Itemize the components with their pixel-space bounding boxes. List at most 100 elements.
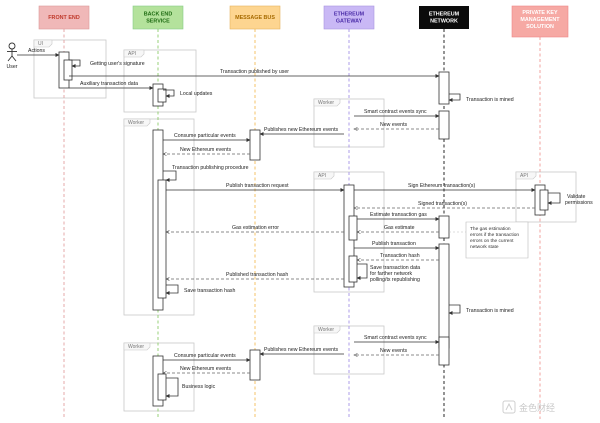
lane-header-ethereum-gateway: ETHEREUM GATEWAY [323,5,375,30]
note-line-4: network state [470,244,499,250]
group-worker-3-title: Worker [318,327,334,333]
msg-new-events-1: New events [380,122,408,128]
activation-pk-nested [539,189,549,211]
arrow-tx-publishing-procedure [163,170,177,182]
lane-title-back-end-l2: SERVICE [146,19,170,25]
arrow-business-logic [165,377,179,398]
msg-sc-sync-1: Smart contract events sync [364,109,427,115]
msg-consume-events-2: Consume particular events [174,353,236,359]
message-labels: Actions Getting user's signature Transac… [28,48,593,390]
msg-save-tx-hash: Save transaction hash [184,288,235,294]
note-line-1: The gas estimation [470,226,511,232]
msg-gas-estimate: Gas estimate [384,225,415,231]
activation-mb-1 [249,129,261,161]
activation-en-sync [438,110,450,140]
msg-actions: Actions [28,48,45,54]
group-worker-1-title: Worker [318,100,334,106]
arrow-validate-permissions [547,192,561,205]
msg-save-tx-data-l1: Save transaction data [370,265,420,271]
msg-tx-publishing-procedure: Transaction publishing procedure [172,165,249,171]
group-api-3: API [515,171,577,223]
arrows [17,53,561,398]
lane-title-ethereum-gateway-l1: ETHEREUM [334,12,365,18]
msg-estimate-gas: Estimate transaction gas [370,212,427,218]
watermark-text: 金色财经 [519,402,555,413]
arrow-getting-signature [69,59,81,68]
msg-local-updates: Local updates [180,91,213,97]
arrow-save-tx-data [356,263,368,280]
lane-title-front-end: FRONT END [48,15,80,21]
actor-label: User [7,64,18,70]
lane-header-message-bus: MESSAGE BUS [229,5,281,30]
lane-title-ethereum-network-l2: NETWORK [430,19,458,25]
lane-title-ethereum-gateway-l2: GATEWAY [336,19,363,25]
lane-title-ethereum-network-l1: ETHEREUM [429,12,460,18]
lane-title-private-key-l3: SOLUTION [526,24,554,30]
msg-validate: Validate [567,194,585,200]
arrow-tx-mined-2 [448,304,461,315]
watermark-logo-icon [502,400,516,414]
activation-en-1 [438,71,450,105]
lane-title-private-key-l2: MANAGEMENT [520,17,560,23]
activations [58,51,549,407]
msg-permissions: permissions [565,200,593,206]
user-actor-icon [7,42,17,62]
msg-tx-mined-1: Transaction is mined [466,97,514,103]
msg-signed-tx: Signed transaction(s) [418,201,467,207]
msg-consume-events-1: Consume particular events [174,133,236,139]
activation-fe-nested [63,59,73,81]
group-worker-2: Worker [123,118,195,316]
group-api-3-title: API [520,173,528,179]
msg-tx-published: Transaction published by user [220,69,289,75]
note-line-2: errors if the transaction [470,232,519,238]
msg-sign-tx: Sign Ethereum transaction(s) [408,183,475,189]
group-api-1: API [123,49,197,113]
activation-be-api-nested [157,88,167,103]
msg-sc-sync-2: Smart contract events sync [364,335,427,341]
group-worker-4: Worker [123,342,195,412]
group-worker-4-title: Worker [128,344,144,350]
lane-title-message-bus: MESSAGE BUS [235,15,275,21]
group-ui: UI [33,39,107,99]
msg-save-tx-data-l2: for farther network [370,271,412,277]
activation-en-sync-2 [438,336,450,366]
lane-header-private-key: PRIVATE KEY MANAGEMENT SOLUTION [511,5,569,38]
msg-gas-error: Gas estimation error [232,225,279,231]
msg-getting-signature: Getting user's signature [90,61,145,67]
msg-publishes-events-1: Publishes new Ethereum events [264,127,339,133]
arrow-save-tx-hash [165,284,179,295]
lane-header-back-end: BACK END SERVICE [132,5,184,30]
activation-en-gas [438,215,450,239]
lane-title-back-end-l1: BACK END [144,12,173,18]
group-api-1-title: API [128,51,136,57]
activation-eg-api-nested-2 [348,255,358,283]
msg-tx-hash: Transaction hash [380,253,420,259]
activation-be-worker-nested [157,179,167,299]
group-api-2-title: API [318,173,326,179]
watermark: 金色财经 [502,400,555,414]
msg-published-tx-hash: Published transaction hash [226,272,288,278]
msg-save-tx-data-l3: polling/tx republishing [370,277,420,283]
activation-be-worker-2-nested [157,373,167,401]
msg-new-eth-events-1: New Ethereum events [180,147,231,153]
lane-header-front-end: FRONT END [38,5,90,30]
lane-title-private-key-l1: PRIVATE KEY [522,10,558,16]
msg-aux-data: Auxiliary transaction data [80,81,138,87]
msg-publish-tx: Publish transaction [372,241,416,247]
group-worker-2-title: Worker [128,120,144,126]
arrow-tx-mined-1 [448,93,461,102]
activation-mb-2 [249,349,261,381]
note-line-3: errors on the current [470,238,514,244]
gas-estimation-note: The gas estimation errors if the transac… [449,221,529,259]
activation-eg-api-nested [348,215,358,241]
msg-new-events-2: New events [380,348,408,354]
msg-new-eth-events-2: New Ethereum events [180,366,231,372]
msg-publish-tx-request: Publish transaction request [226,183,289,189]
lane-header-ethereum-network: ETHEREUM NETWORK [419,6,469,29]
lane-headers: FRONT END BACK END SERVICE MESSAGE BUS E… [38,5,569,38]
msg-tx-mined-2: Transaction is mined [466,308,514,314]
msg-business-logic: Business logic [182,384,216,390]
group-ui-title: UI [38,41,43,47]
arrow-local-updates [163,89,175,98]
